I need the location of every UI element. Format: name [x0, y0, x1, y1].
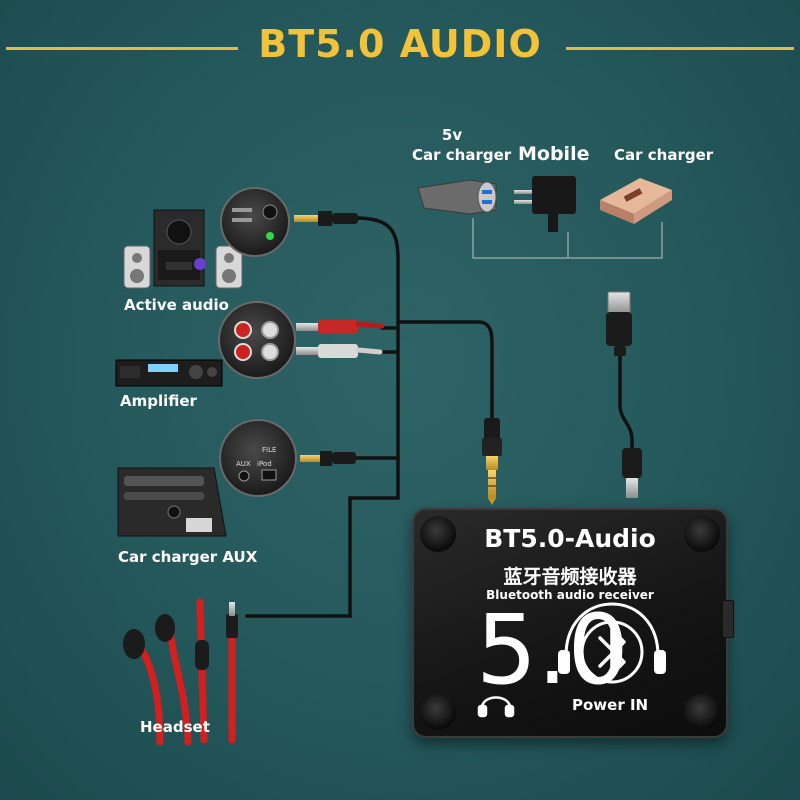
- car-aux-panel: [117, 467, 227, 537]
- ipod-port-label: iPod: [257, 460, 272, 468]
- rca-plug-icon: [296, 320, 385, 358]
- bluetooth-receiver-module: BT5.0-Audio 蓝牙音频接收器 Bluetooth audio rece…: [412, 508, 728, 738]
- headphone-icon: [477, 696, 515, 718]
- label-5v-car-charger: Car charger: [412, 146, 512, 164]
- headset-device: [123, 598, 238, 746]
- audio-cables: [245, 216, 634, 618]
- car-aux-magnifier: AUX iPod FILE: [219, 419, 297, 497]
- bluetooth-icon: [558, 602, 666, 684]
- module-corner-tl: [420, 516, 456, 552]
- active-audio-jack-magnifier: [220, 187, 290, 257]
- label-car-charger: Car charger: [614, 146, 714, 164]
- module-corner-bl: [420, 694, 456, 730]
- label-headset: Headset: [140, 718, 210, 736]
- label-active-audio: Active audio: [124, 296, 229, 314]
- page-title: BT5.0 AUDIO: [258, 22, 542, 66]
- label-5v: 5v: [441, 126, 463, 144]
- module-chinese-name: 蓝牙音频接收器: [503, 566, 637, 588]
- aux-port-label: AUX: [236, 460, 251, 468]
- module-side-button: [722, 600, 734, 638]
- active-audio-speakers: [123, 209, 243, 289]
- car-aux-plug: [300, 451, 356, 466]
- power-bank-device: [600, 178, 672, 224]
- title-rule-left: [6, 47, 238, 50]
- label-car-charger-aux: Car charger AUX: [118, 548, 258, 566]
- audio-jack-icon: [482, 418, 502, 505]
- module-corner-tr: [684, 516, 720, 552]
- mobile-charger-device: [514, 176, 576, 232]
- label-amplifier: Amplifier: [120, 392, 197, 410]
- module-name: BT5.0-Audio: [484, 524, 656, 553]
- module-corner-br: [684, 694, 720, 730]
- car-charger-5v-device: [417, 179, 497, 215]
- module-graphics: [477, 602, 666, 718]
- module-subtitle: Bluetooth audio receiver: [486, 588, 654, 602]
- active-audio-plug: [294, 211, 358, 226]
- usb-plug-icon: [606, 291, 642, 498]
- power-source-lines: [472, 218, 663, 259]
- amplifier-rca-magnifier: [218, 301, 296, 379]
- module-power-label: Power IN: [572, 696, 649, 714]
- file-label: FILE: [262, 446, 276, 454]
- label-mobile: Mobile: [518, 143, 590, 165]
- amplifier-device: [115, 359, 223, 387]
- title-rule-right: [566, 47, 794, 50]
